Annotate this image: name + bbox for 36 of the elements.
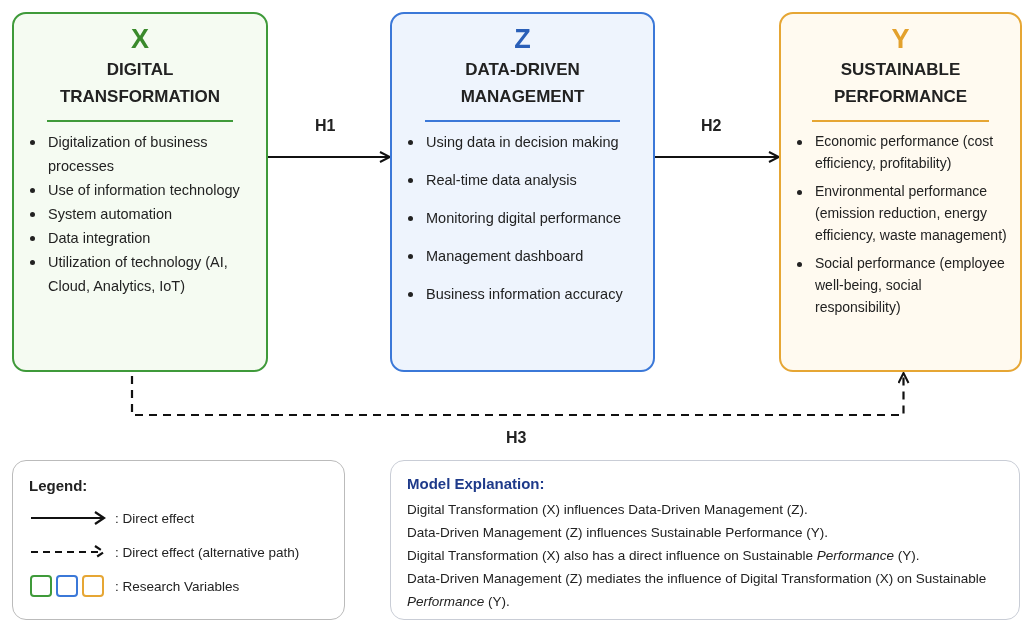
explanation-sentence: Digital Transformation (X) also has a direct influence on Sustainable Performance (Y).	[407, 547, 921, 565]
bullet-text: Real-time data analysis	[404, 168, 641, 192]
legend-title: Legend:	[29, 477, 88, 494]
variable-title: DATA-DRIVEN MANAGEMENT	[459, 59, 586, 108]
bullet-text: System automation	[26, 202, 254, 226]
variable-letter: X	[131, 24, 149, 54]
bullet-text: Using data in decision making	[404, 130, 641, 154]
bullet-text: Data integration	[26, 226, 254, 250]
arrow	[268, 151, 391, 163]
bullet-text: Utilization of technology (AI, Cloud, Analytics, IoT)	[26, 250, 254, 298]
variable-box	[779, 12, 1022, 372]
variable-letter: Z	[514, 24, 531, 54]
explanation-sentence: Data-Driven Management (Z) influences Sustainable Performance (Y).	[407, 524, 829, 542]
arrow	[655, 151, 780, 163]
explanation-panel	[390, 460, 1020, 620]
bullet-text: Business information accuracy	[404, 282, 641, 306]
variable-title: DIGITAL TRANSFORMATION	[58, 59, 222, 108]
bullet-text: Monitoring digital performance	[404, 206, 641, 230]
bullet-text: Use of information technology	[26, 178, 254, 202]
bullet-text: Digitalization of business processes	[26, 130, 254, 178]
bullet-text: Social performance (employee well-being, social responsibility)	[793, 252, 1008, 318]
bullet-text: Economic performance (cost efficiency, profitability)	[793, 130, 1008, 174]
explanation-heading: Model Explanation:	[407, 475, 545, 492]
variable-letter: Y	[891, 24, 910, 54]
variable-title: SUSTAINABLE PERFORMANCE	[832, 59, 969, 108]
explanation-sentence: Data-Driven Management (Z) mediates the influence of Digital Transformation (X) on Sustainable Performance (Y).	[407, 570, 988, 611]
legend-panel	[12, 460, 345, 620]
bullet-text: Management dashboard	[404, 244, 641, 268]
dashed-arrow	[130, 372, 910, 417]
legend-text: : Direct effect	[115, 510, 195, 526]
legend-text: : Research Variables	[115, 578, 240, 594]
variable-box	[390, 12, 655, 372]
legend-text: : Direct effect (alternative path)	[115, 544, 300, 560]
variable-box	[12, 12, 268, 372]
explanation-sentence: Digital Transformation (X) influences Data-Driven Management (Z).	[407, 501, 809, 519]
bullet-text: Environmental performance (emission reduction, energy efficiency, waste management)	[793, 180, 1008, 246]
